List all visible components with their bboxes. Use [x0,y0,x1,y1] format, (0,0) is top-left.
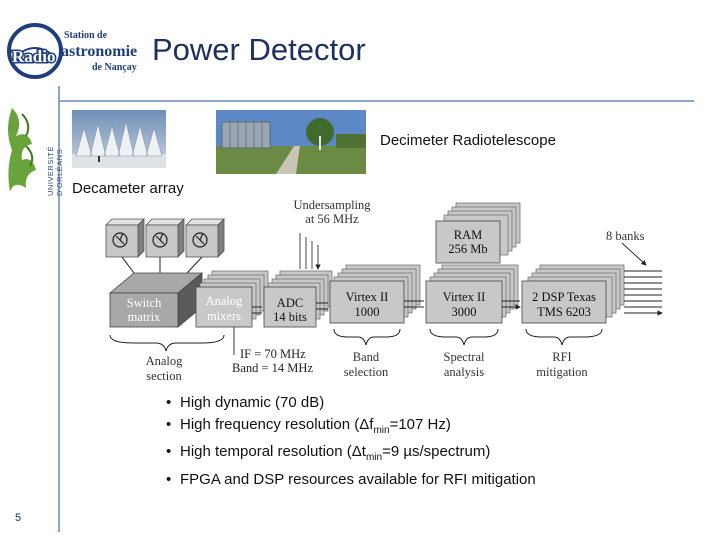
adc-block: ADC 14 bits [263,270,333,328]
analog-label-1: Analog [206,294,244,308]
bullet-fpga-dsp: FPGA and DSP resources available for RFI… [166,469,536,491]
virtex2-label-2: 3000 [452,305,477,319]
antenna-box-3 [185,218,225,258]
adc-label-1: ADC [277,296,303,310]
spectral-label-1: Spectral [444,350,485,364]
rfi-brace [525,328,603,346]
switch-matrix-block: Switch matrix [108,272,204,328]
antenna-box-2 [145,218,185,258]
switch-label-2: matrix [128,310,161,324]
switch-label-1: Switch [127,296,162,310]
logo-line1: Station de [64,30,108,41]
analog-label-2: mixers [207,309,241,323]
bullet-temporal-resolution: High temporal resolution (Δtmin=9 µs/spe… [166,441,536,469]
dsp-block: 2 DSP Texas TMS 6203 [521,264,625,324]
logo-ring [7,23,63,79]
analog-section-label-1: Analog [146,354,184,368]
receiver-block-diagram: Switch matrix Analog mixers ADC 14 bits … [105,198,678,383]
feature-bullets: High dynamic (70 dB) High frequency reso… [166,392,536,490]
logo-astronomie: astronomie [61,43,137,60]
bullet-frequency-resolution: High frequency resolution (Δfmin=107 Hz) [166,414,536,442]
slide-title: Power Detector [152,32,366,67]
spectral-brace [429,328,499,346]
decameter-caption: Decameter array [72,180,184,197]
bullet-dynamic: High dynamic (70 dB) [166,392,536,414]
analog-section-label-2: section [146,369,182,383]
if-label-2: Band = 14 MHz [232,361,313,375]
virtex1-label-2: 1000 [355,305,380,319]
ram-label-2: 256 Mb [448,242,487,256]
ram-label-1: RAM [454,228,482,242]
decimeter-radiotelescope-photo [216,110,366,174]
dsp-label-1: 2 DSP Texas [532,290,596,304]
undersampling-label-1: Undersampling [293,198,371,212]
dsp-label-2: TMS 6203 [537,305,591,319]
page-number: 5 [15,512,22,524]
station-logo: Radio Station de astronomie de Nançay [7,23,137,79]
logo-radio: Radio [12,47,55,66]
university-logo [8,108,36,192]
band-selection-brace [333,328,401,346]
band-selection-label-2: selection [344,365,389,379]
adc-label-2: 14 bits [273,310,307,324]
if-label-1: IF = 70 MHz [240,347,306,361]
virtex-3000-block: Virtex II 3000 [425,264,519,324]
antenna-box-1 [105,218,145,258]
virtex-1000-block: Virtex II 1000 [329,264,421,324]
title-rule [58,100,694,102]
virtex1-label-1: Virtex II [346,290,389,304]
logo-line3: de Nançay [92,62,137,73]
virtex2-label-1: Virtex II [443,290,486,304]
spectral-label-2: analysis [444,365,484,379]
antenna-boxes [105,218,225,258]
band-selection-label-1: Band [353,350,380,364]
decameter-array-photo [72,110,166,168]
decimeter-caption: Decimeter Radiotelescope [380,132,556,149]
side-rule [58,86,60,532]
analog-section-brace [109,334,225,352]
rfi-label-1: RFI [552,350,571,364]
rfi-label-2: mitigation [536,365,588,379]
undersampling-label-2: at 56 MHz [305,212,359,226]
ram-block: RAM 256 Mb [435,202,521,264]
analog-mixers-block: Analog mixers [195,270,269,328]
banks-label: 8 banks [606,229,645,243]
university-label: UNIVERSITÉ D'ORLÉANS [46,145,64,196]
